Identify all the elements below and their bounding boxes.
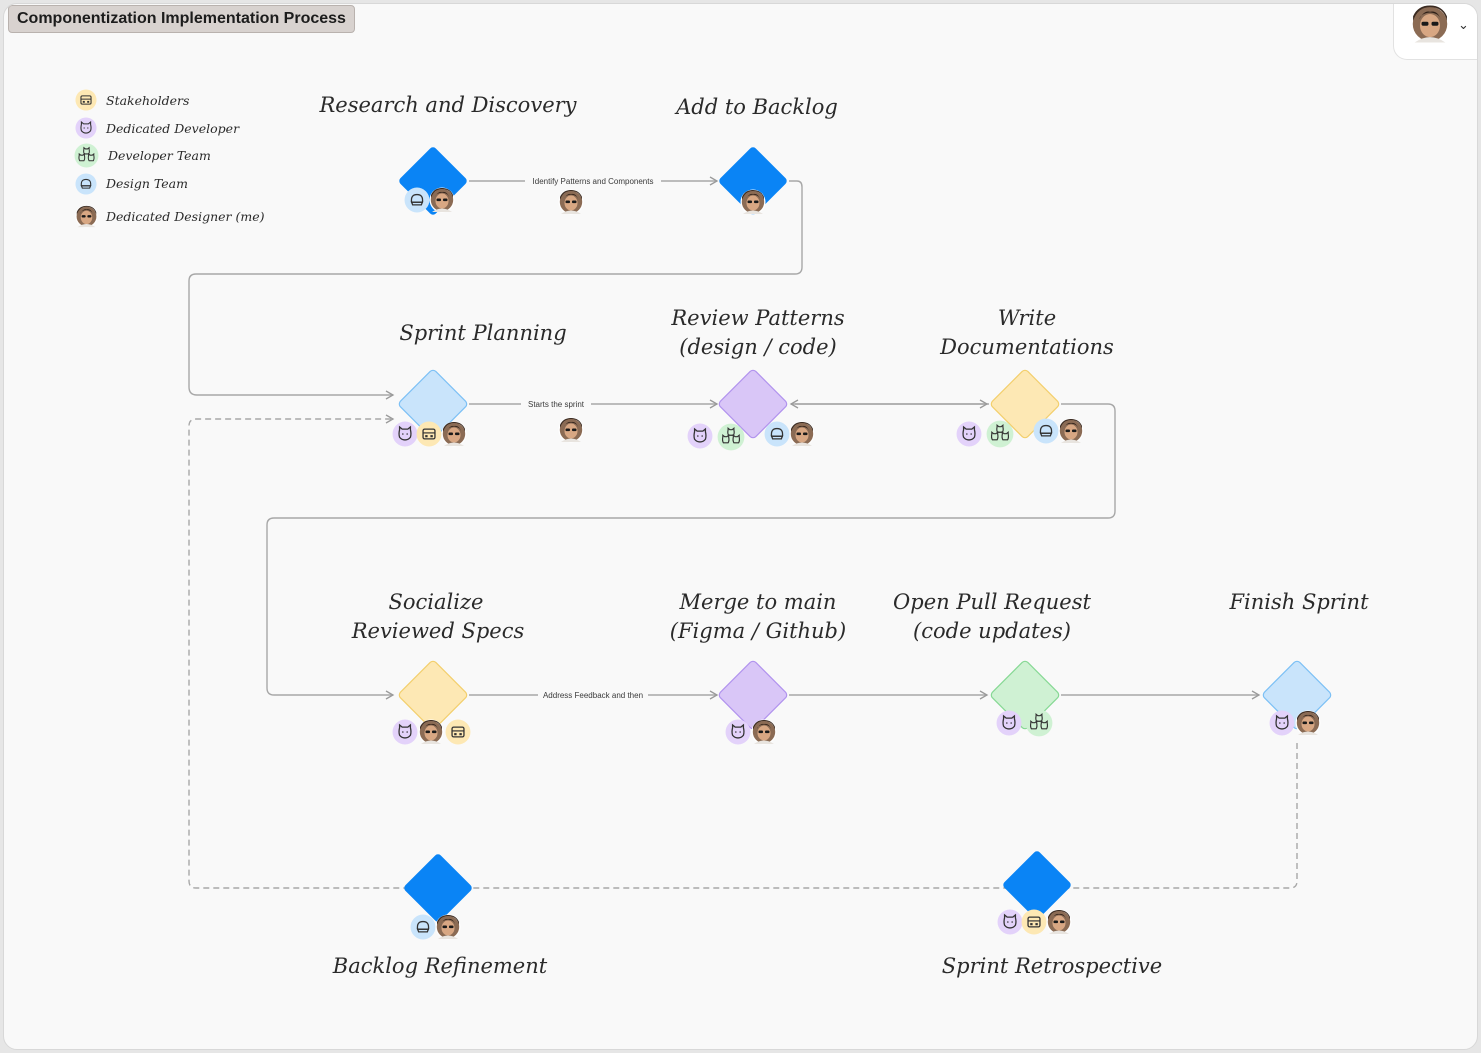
- avatar: [75, 205, 98, 228]
- avatar: [558, 189, 584, 215]
- developer-team-icon: [1025, 709, 1053, 737]
- legend: Stakeholders Dedicated Developer Develop…: [74, 89, 265, 228]
- node-merge[interactable]: [718, 660, 789, 745]
- node-title-pr-line2: (code updates): [913, 619, 1071, 643]
- legend-label: Design Team: [105, 176, 188, 191]
- stakeholders-icon: [416, 421, 442, 447]
- node-title-sprint-planning: Sprint Planning: [399, 321, 566, 345]
- node-title-docs-line1: Write: [998, 306, 1056, 330]
- node-title-merge-line2: (Figma / Github): [670, 619, 846, 643]
- dedicated-developer-icon: [996, 710, 1022, 736]
- node-title-socialize-line2: Reviewed Specs: [351, 619, 525, 643]
- dedicated-developer-icon: [997, 909, 1023, 935]
- design-team-icon: [1033, 418, 1059, 444]
- edge-label-starts-sprint: Starts the sprint: [528, 400, 585, 409]
- edge-label-identify: Identify Patterns and Components: [533, 177, 654, 186]
- node-pull-request[interactable]: [990, 660, 1061, 737]
- dedicated-developer-icon: [392, 421, 418, 447]
- dedicated-developer-icon: [687, 423, 713, 449]
- node-sprint-retro[interactable]: [997, 850, 1073, 935]
- stakeholders-icon: [445, 719, 471, 745]
- node-title-socialize-line1: Socialize: [389, 590, 484, 614]
- node-review-patterns[interactable]: [687, 369, 815, 451]
- chevron-down-icon: ⌄: [1458, 18, 1469, 33]
- node-write-docs[interactable]: [956, 369, 1084, 448]
- node-title-pr-line1: Open Pull Request: [893, 590, 1091, 614]
- node-sprint-planning[interactable]: [392, 369, 469, 447]
- page-title: Componentization Implementation Process: [8, 5, 355, 33]
- node-titles: Research and Discovery Add to Backlog Sp…: [318, 93, 1369, 978]
- dedicated-developer-icon: [725, 719, 751, 745]
- avatar: [1410, 4, 1450, 44]
- edge-finish-loop-back: [188, 414, 1298, 889]
- node-title-sprint-retro: Sprint Retrospective: [942, 954, 1162, 978]
- avatar: [435, 914, 461, 940]
- node-title-research: Research and Discovery: [318, 93, 577, 117]
- avatar: [418, 719, 444, 745]
- developer-team-icon: [986, 420, 1014, 448]
- node-title-review-line1: Review Patterns: [670, 306, 844, 330]
- design-team-icon: [404, 187, 430, 213]
- avatar: [1295, 710, 1321, 736]
- edge-docs-to-socialize: [266, 403, 1116, 700]
- node-backlog-refinement[interactable]: [403, 853, 474, 940]
- avatar: [1058, 418, 1084, 444]
- edges: [188, 176, 1298, 889]
- node-title-backlog-refinement: Backlog Refinement: [332, 954, 548, 978]
- developer-team-icon: [717, 423, 745, 451]
- process-diagram: Identify Patterns and Components Starts …: [74, 89, 1369, 978]
- avatar: [429, 187, 455, 213]
- design-team-icon: [410, 914, 436, 940]
- stakeholders-icon: [75, 89, 97, 111]
- legend-label: Developer Team: [107, 148, 211, 163]
- avatar: [740, 189, 766, 215]
- edge-label-address-feedback: Address Feedback and then: [543, 691, 643, 700]
- avatar: [1046, 909, 1072, 935]
- node-title-docs-line2: Documentations: [939, 335, 1114, 359]
- design-team-icon: [764, 421, 790, 447]
- node-title-backlog: Add to Backlog: [674, 95, 838, 119]
- dedicated-developer-icon: [1269, 710, 1295, 736]
- node-title-finish-sprint: Finish Sprint: [1228, 590, 1369, 614]
- dedicated-developer-icon: [956, 421, 982, 447]
- developer-team-icon: [74, 143, 99, 168]
- avatar: [558, 417, 584, 443]
- stakeholders-icon: [1021, 909, 1047, 935]
- user-menu-button[interactable]: ⌄: [1393, 4, 1477, 60]
- edge-backlog-to-planning: [188, 180, 803, 400]
- canvas-frame: Identify Patterns and Components Starts …: [3, 3, 1478, 1050]
- avatar: [441, 421, 467, 447]
- avatar: [751, 719, 777, 745]
- legend-label: Dedicated Developer: [105, 121, 240, 136]
- dedicated-developer-icon: [392, 719, 418, 745]
- node-research[interactable]: [398, 146, 469, 217]
- node-title-review-line2: (design / code): [679, 335, 836, 359]
- dedicated-developer-icon: [75, 117, 97, 139]
- node-backlog[interactable]: [718, 146, 789, 217]
- node-finish-sprint[interactable]: [1262, 660, 1333, 736]
- legend-label: Dedicated Designer (me): [105, 209, 265, 224]
- node-title-merge-line1: Merge to main: [679, 590, 837, 614]
- avatar: [789, 421, 815, 447]
- legend-label: Stakeholders: [106, 93, 189, 108]
- node-socialize[interactable]: [392, 660, 471, 745]
- design-team-icon: [75, 173, 97, 195]
